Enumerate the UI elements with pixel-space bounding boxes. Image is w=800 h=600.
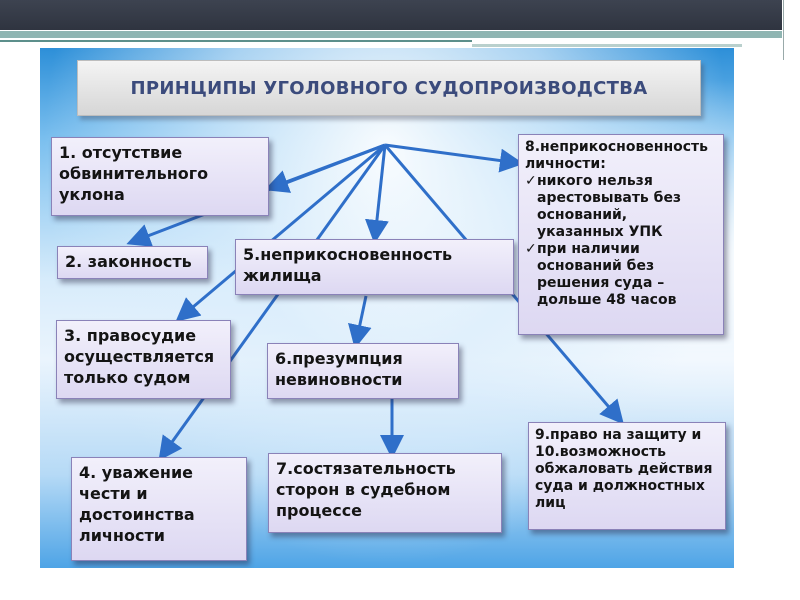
principle-5-text: 5.неприкосновенность жилища — [243, 245, 453, 285]
principle-box-2: 2. законность — [57, 246, 208, 279]
principle-3-text: 3. правосудие осуществляется только судо… — [64, 326, 215, 387]
principle-8-heading: 8.неприкосновенность личности: — [525, 139, 709, 172]
principle-8-item-text: при наличии оснований без решения суда –… — [537, 241, 677, 308]
principle-6-text: 6.презумпция невиновности — [275, 349, 403, 389]
principle-box-9-10: 9.право на защиту и 10.возможность обжал… — [528, 422, 726, 530]
arrow-to-p5 — [364, 144, 389, 244]
slide-corner-mark — [783, 0, 800, 60]
diagram-panel: ПРИНЦИПЫ УГОЛОВНОГО СУДОПРОИЗВОДСТВА 1. … — [40, 48, 734, 568]
principle-box-3: 3. правосудие осуществляется только судо… — [56, 320, 231, 399]
slide-teal-rule — [0, 31, 782, 38]
principle-4-text: 4. уважение чести и достоинства личности — [79, 463, 195, 545]
principle-8-item-text: никого нельзя арестовывать без оснований… — [537, 173, 682, 240]
arrow-to-p3 — [175, 143, 386, 322]
arrow-p5-to-p6 — [348, 295, 372, 349]
principle-box-8: 8.неприкосновенность личности: ✓ никого … — [518, 134, 724, 335]
principle-box-7: 7.состязательность сторон в судебном про… — [268, 453, 502, 533]
slide-thin-rule — [0, 40, 472, 42]
principle-8-item: ✓ при наличии оснований без решения суда… — [525, 241, 717, 309]
principle-1-text: 1. отсутствие обвинительного уклона — [59, 143, 209, 204]
title-banner: ПРИНЦИПЫ УГОЛОВНОГО СУДОПРОИЗВОДСТВА — [77, 60, 701, 116]
arrow-to-p8 — [384, 143, 524, 173]
principle-7-text: 7.состязательность сторон в судебном про… — [276, 459, 456, 520]
slide-right-rule — [472, 44, 742, 47]
principle-8-item: ✓ никого нельзя арестовывать без основан… — [525, 173, 717, 241]
arrow-to-p4 — [158, 144, 387, 461]
checkmark-icon: ✓ — [525, 173, 537, 189]
slide-top-bar — [0, 0, 782, 30]
principle-box-5: 5.неприкосновенность жилища — [235, 239, 514, 295]
principle-box-6: 6.презумпция невиновности — [267, 343, 459, 399]
principle-9-10-text: 9.право на защиту и 10.возможность обжал… — [535, 427, 713, 511]
principle-box-4: 4. уважение чести и достоинства личности — [71, 457, 247, 561]
principle-box-1: 1. отсутствие обвинительного уклона — [51, 137, 269, 216]
diagram-title: ПРИНЦИПЫ УГОЛОВНОГО СУДОПРОИЗВОДСТВА — [130, 77, 648, 99]
checkmark-icon: ✓ — [525, 241, 537, 257]
principle-2-text: 2. законность — [65, 252, 192, 271]
